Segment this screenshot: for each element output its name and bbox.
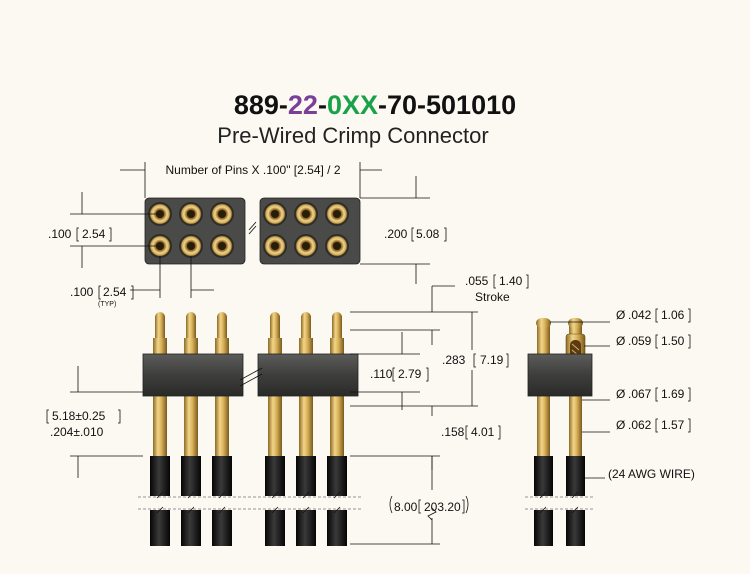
subtitle: Pre-Wired Crimp Connector xyxy=(217,123,488,148)
socket-hole xyxy=(187,242,195,250)
wire-lower xyxy=(212,510,232,546)
wire-lower xyxy=(327,510,347,546)
dia4-in: .062 xyxy=(628,418,652,432)
width-in: .200 xyxy=(384,227,408,241)
wire-break-mark xyxy=(218,506,226,514)
dia1-symbol: Ø xyxy=(616,308,625,322)
wire-break-mark xyxy=(302,506,310,514)
wire-break-mark xyxy=(156,506,164,514)
plunger-tip xyxy=(217,312,227,322)
wire-lower xyxy=(265,510,285,546)
overall-mm: 7.19 xyxy=(480,353,504,367)
part-number-seg5: -70-501010 xyxy=(378,90,516,120)
dia2-symbol: Ø xyxy=(616,334,625,348)
part-number-title: 889-22-0XX-70-501010 xyxy=(234,90,516,120)
plunger-tip xyxy=(155,312,165,322)
socket-array xyxy=(148,202,349,258)
row-pitch-in: .100 xyxy=(48,227,72,241)
socket-hole xyxy=(302,210,310,218)
plunger xyxy=(301,316,311,340)
stroke-in: .055 xyxy=(465,274,489,288)
socket-hole xyxy=(302,242,310,250)
row-pitch-mm: 2.54 xyxy=(82,227,106,241)
part-number-seg1: 889- xyxy=(234,90,288,120)
wire-lower xyxy=(150,510,170,546)
awg-label: (24 AWG WIRE) xyxy=(608,467,695,481)
dia4-mm: 1.57 xyxy=(661,418,685,432)
side-view: 5.18±0.25 .204±.010 .055 1.40 Stroke .28… xyxy=(46,274,529,546)
dia2-mm: 1.50 xyxy=(661,334,685,348)
dia1-mm: 1.06 xyxy=(661,308,685,322)
width-mm: 5.08 xyxy=(416,227,440,241)
plunger-tip xyxy=(186,312,196,322)
wire-upper xyxy=(150,456,170,496)
wire-length-mm: 203.20 xyxy=(424,500,461,514)
col-pitch-mm: 2.54 xyxy=(103,285,127,299)
plunger xyxy=(270,316,280,340)
plunger xyxy=(217,316,227,340)
plunger-tip xyxy=(270,312,280,322)
overall-in: .283 xyxy=(442,353,466,367)
part-number-seg2: 22 xyxy=(288,90,318,120)
tip-mm: 2.79 xyxy=(398,367,422,381)
plunger-tip xyxy=(301,312,311,322)
wire-break-mark xyxy=(271,506,279,514)
wire-break-mark xyxy=(187,506,195,514)
wire-upper xyxy=(212,456,232,496)
socket-hole xyxy=(333,210,341,218)
tip-in: .110 xyxy=(370,367,393,381)
stroke-mm: 1.40 xyxy=(499,274,523,288)
part-number-seg3: - xyxy=(318,90,327,120)
wire-upper xyxy=(181,456,201,496)
wire-lower xyxy=(296,510,316,546)
wire-upper xyxy=(327,456,347,496)
wire-break-mark xyxy=(333,506,341,514)
socket-hole xyxy=(187,210,195,218)
top-view: Number of Pins X .100" [2.54] / 2 .100 2… xyxy=(48,162,447,308)
socket-hole xyxy=(271,210,279,218)
wire-lower xyxy=(181,510,201,546)
dia2-in: .059 xyxy=(628,334,652,348)
plunger xyxy=(186,316,196,340)
body-length-mm: 5.18±0.25 xyxy=(52,409,106,423)
wire-upper xyxy=(265,456,285,496)
wire-upper xyxy=(296,456,316,496)
plunger-tip xyxy=(332,312,342,322)
typ-label: (TYP) xyxy=(98,301,116,308)
tail-in: .158 xyxy=(441,425,465,439)
socket-hole xyxy=(218,242,226,250)
dia3-symbol: Ø xyxy=(616,387,625,401)
stroke-label: Stroke xyxy=(475,290,510,304)
col-pitch-in: .100 xyxy=(70,285,94,299)
tail-mm: 4.01 xyxy=(471,425,495,439)
wire-length-in: 8.00 xyxy=(394,500,418,514)
socket-hole xyxy=(271,242,279,250)
dia3-mm: 1.69 xyxy=(661,387,685,401)
plunger xyxy=(155,316,165,340)
part-number-seg4: 0XX xyxy=(327,90,378,120)
socket-hole xyxy=(333,242,341,250)
pins-formula-label: Number of Pins X .100" [2.54] / 2 xyxy=(165,163,340,177)
body-length-in: .204±.010 xyxy=(50,425,104,439)
plunger xyxy=(332,316,342,340)
end-view: Ø .042 1.06 Ø .059 1.50 Ø .067 1.69 Ø .0… xyxy=(525,308,695,546)
dia3-in: .067 xyxy=(628,387,652,401)
dia1-in: .042 xyxy=(628,308,652,322)
side-pin-array xyxy=(150,312,347,546)
dia4-symbol: Ø xyxy=(616,418,625,432)
socket-hole xyxy=(218,210,226,218)
